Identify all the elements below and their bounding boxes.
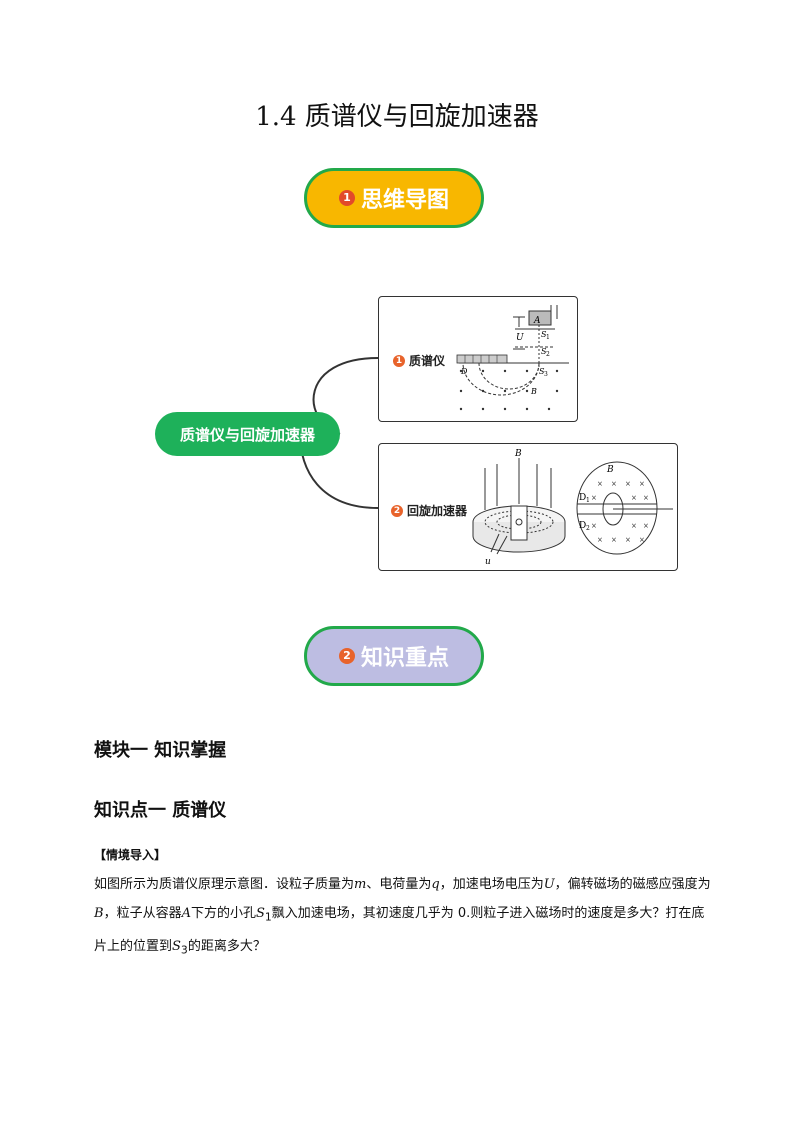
var-B: B [94,906,104,921]
svg-text:×: × [631,522,637,530]
label-S1: S [541,330,547,339]
label-D2: D [579,521,586,531]
svg-text:×: × [625,480,631,488]
branch-text: 回旋加速器 [407,504,468,518]
branch-label-cyclotron: 2 回旋加速器 [391,502,467,519]
svg-text:×: × [639,480,645,488]
svg-text:×: × [643,494,649,502]
label-D2-sub: 2 [586,525,590,532]
label-S3: S [539,367,545,376]
branch-number: 2 [391,504,403,517]
label-u: u [485,557,491,567]
label-S2-sub: 2 [546,351,550,358]
document-title: 1.4 质谱仪与回旋加速器 [255,102,539,132]
var-S1: S [255,906,265,921]
svg-text:×: × [611,536,617,544]
label-B: B [530,387,537,396]
var-U: U [543,877,555,892]
var-S3-sub: 3 [180,943,188,957]
badge-number: 1 [338,190,355,206]
label-U: U [516,333,524,343]
branch-label-mass-spectrometer: 1 质谱仪 [393,352,445,369]
svg-text:×: × [639,536,645,544]
label-D1: D [579,493,586,503]
branch-number: 1 [393,354,405,367]
svg-text:×: × [625,536,631,544]
svg-text:×: × [591,494,597,502]
situation-tag: 【情境导入】 [94,848,167,862]
text-run: ，偏转磁场的磁感应强度为 [554,877,711,892]
text-run: ，加速电场电压为 [439,877,544,892]
situation-paragraph: 如图所示为质谱仪原理示意图．设粒子质量为m、电荷量为q，加速电场电压为U，偏转磁… [94,870,712,964]
mind-map-center-node: 质谱仪与回旋加速器 [155,412,340,456]
label-S1-sub: 1 [546,334,550,341]
text-run: 下方的小孔 [190,906,256,921]
label-S2: S [541,347,547,356]
label-S3-sub: 3 [544,371,548,378]
var-A: A [181,906,191,921]
svg-text:×: × [591,522,597,530]
svg-text:×: × [643,522,649,530]
label-B-right: B [606,465,614,475]
badge-label: 知识重点 [360,646,449,671]
label-B-left: B [514,449,522,459]
badge-label: 思维导图 [360,188,449,213]
var-S1-sub: 1 [264,910,272,924]
var-m: m [354,877,367,892]
mass-spectrometer-figure: 1 质谱仪 A S 1 S 2 U D S 3 B [378,296,578,422]
text-run: 、电荷量为 [366,877,432,892]
cyclotron-figure: 2 回旋加速器 B u B D 1 D 2 ×××× ××× [378,443,678,571]
knowledge-point-heading: 知识点一 质谱仪 [94,800,227,821]
badge-number: 2 [338,648,355,664]
svg-text:×: × [631,494,637,502]
svg-text:×: × [597,480,603,488]
cyclotron-diagram: B u B D 1 D 2 ×××× ××× ××× ×××× [472,449,673,567]
text-run: 飘入加速电场，其初速度几乎为 0.则粒子进入磁场时的速度是多大？打在底片上的位置… [94,906,705,954]
var-S3: S [172,938,181,954]
key-points-badge: 2 知识重点 [304,626,484,686]
label-A: A [533,316,541,326]
text-run: ，粒子从容器 [103,906,182,921]
text-run: 的距离多大？ [187,938,266,954]
svg-text:×: × [597,536,603,544]
branch-text: 质谱仪 [409,354,446,368]
var-q: q [431,877,440,892]
label-D1-sub: 1 [586,497,590,504]
mass-spectrometer-diagram: A S 1 S 2 U D S 3 B [456,305,569,411]
svg-text:×: × [611,480,617,488]
mind-map-badge: 1 思维导图 [304,168,484,228]
module-heading: 模块一 知识掌握 [94,740,227,761]
text-run: 如图所示为质谱仪原理示意图．设粒子质量为 [94,877,355,892]
